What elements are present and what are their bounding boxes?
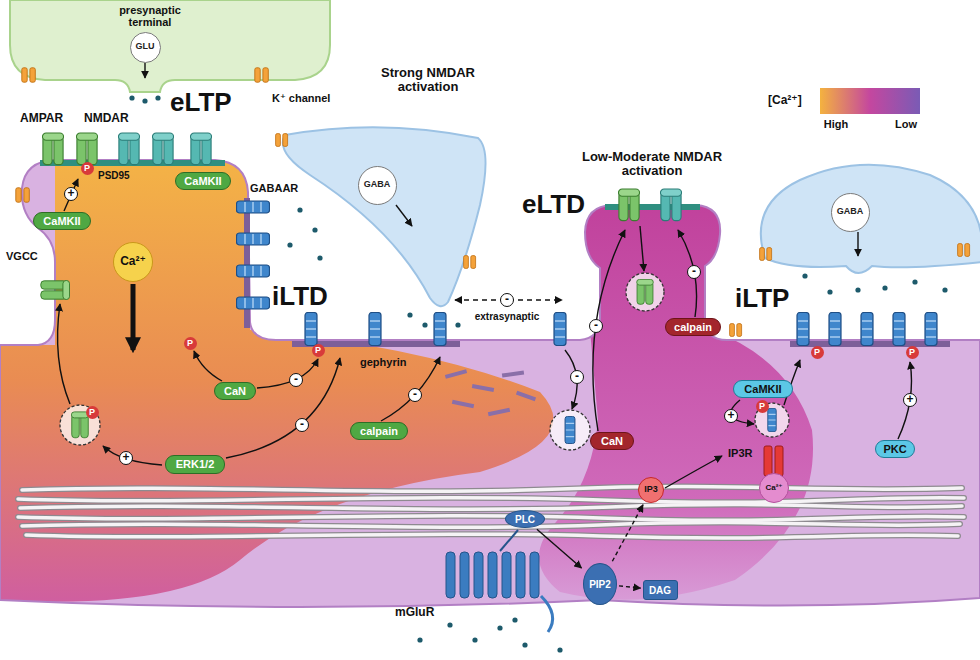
enzyme-pill: CaN [214,382,256,400]
dendrite-outline [0,160,980,607]
node-text: CaMKII [184,175,221,187]
node-text: CaMKII [744,383,781,395]
enzyme-pill: PKC [875,440,915,458]
phospho-tag: P [86,406,99,419]
sign-symbol: - [500,293,514,307]
condition-label: Strong NMDAR activation [353,66,503,95]
node-text: PIP2 [589,579,611,590]
node-text: GABA [837,207,864,217]
part-label: K⁺ channel [272,92,330,104]
pathway-arrows [58,63,912,488]
part-label: gephyrin [360,356,406,368]
vesicle: GABA [358,166,397,205]
gaba-terminal [761,165,980,273]
region-label: presynaptic terminal [105,4,195,28]
connector-arrow [537,529,582,568]
phospho-tag: P [184,337,197,350]
mglur-receptor [446,552,553,632]
process-label: eLTD [522,190,585,219]
node-text: CaMKII [43,215,80,227]
node-text: PLC [515,514,535,525]
node-text: CaN [224,385,246,397]
dendrite [0,160,980,607]
endocytic-vesicles [60,273,789,450]
ion-circle: Ca²⁺ [759,473,789,503]
node-text: IP3 [644,485,658,495]
connector-arrow [619,586,641,588]
enzyme-pill: CaMKII [733,380,793,398]
condition-label: Low-Moderate NMDAR activation [572,150,732,179]
sign-symbol: - [295,418,309,432]
receptors [16,133,937,346]
process-label: iLTP [735,284,789,313]
sign-symbol: + [119,451,133,465]
part-label: PSD95 [98,170,130,181]
node-text: Ca²⁺ [765,484,782,493]
node-text: calpain [674,321,712,333]
region-label: extrasynaptic [475,311,539,322]
connector-arrow [612,505,643,561]
node-text: GLU [136,42,155,52]
sign-symbol: - [408,388,422,402]
vesicle: GABA [831,193,870,232]
enzyme-ellipse: PLC [505,510,545,528]
node-text: PKC [883,443,906,455]
vesicle: GLU [130,32,161,63]
part-label: VGCC [6,250,38,262]
sign-symbol: + [64,187,78,201]
node-text: calpain [360,425,398,437]
node-text: Ca²⁺ [120,255,146,268]
lipid-box: DAG [643,580,678,600]
legend-swatch [820,88,870,114]
process-label: iLTD [272,282,328,311]
part-label: AMPAR [20,112,63,125]
gaba-terminal [283,127,486,306]
presynaptic-terminal [10,0,330,92]
enzyme-pill: calpain [350,422,408,440]
scaffold-bands [40,160,950,416]
node-text: ERK1/2 [176,458,215,470]
legend-swatch [870,88,920,114]
sign-symbol: + [724,409,738,423]
enzyme-pill: CaMKII [175,172,231,190]
legend-title: [Ca²⁺] [768,94,802,107]
calcium-influx-arrow [131,284,136,350]
phospho-tag: P [756,400,769,413]
sign-symbol: - [570,370,584,384]
sign-symbol: + [903,393,917,407]
mglur-plc-link [500,530,518,551]
node-text: CaN [601,435,623,447]
legend-text: Low [895,118,917,130]
node-text: DAG [649,585,671,596]
sign-symbol: - [687,265,701,279]
lipid-ellipse: PIP2 [583,563,617,605]
phospho-tag: P [811,346,824,359]
part-label: mGluR [395,606,434,619]
neurotransmitter-dots [129,95,947,652]
phospho-tag: P [81,162,94,175]
enzyme-pill: CaN [590,432,634,450]
part-label: GABAAR [250,182,298,194]
endoplasmic-reticulum [18,487,964,538]
phospho-tag: P [906,346,919,359]
enzyme-pill: calpain [665,318,721,336]
phospho-tag: P [312,344,325,357]
node-text: GABA [364,180,391,190]
vesicle-receptors [71,279,776,443]
sign-symbol: - [589,319,603,333]
ion-circle: Ca²⁺ [113,242,153,282]
messenger-circle: IP3 [638,477,664,503]
ip3-receptor [764,446,783,476]
part-label: IP3R [728,447,752,459]
sign-symbol: - [289,373,303,387]
part-label: NMDAR [84,112,129,125]
legend-text: High [824,118,848,130]
process-label: eLTP [170,88,232,117]
enzyme-pill: CaMKII [33,212,91,230]
enzyme-pill: ERK1/2 [165,455,225,474]
